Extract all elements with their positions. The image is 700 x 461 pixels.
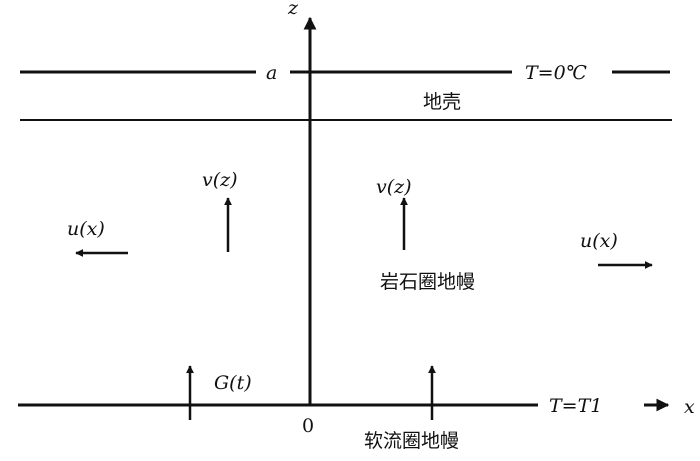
bottom-temperature-label: T=T1 [549, 395, 602, 417]
surface-temperature-label: T=0℃ [525, 62, 587, 84]
crust-label: 地壳 [423, 91, 461, 113]
heat-flux-label: G(t) [214, 372, 252, 394]
v-left-label: v(z) [202, 169, 238, 191]
z-axis-label: z [287, 0, 299, 19]
u-left-label: u(x) [67, 218, 105, 240]
origin-label: 0 [302, 415, 314, 437]
u-right-label: u(x) [580, 230, 618, 252]
asthenosphere-mantle-label: 软流圈地幔 [364, 430, 459, 452]
top-boundary-label: a [266, 62, 277, 84]
v-right-label: v(z) [376, 176, 412, 198]
x-axis-label: x [684, 396, 695, 418]
lithosphere-mantle-label: 岩石圈地幔 [380, 271, 475, 293]
